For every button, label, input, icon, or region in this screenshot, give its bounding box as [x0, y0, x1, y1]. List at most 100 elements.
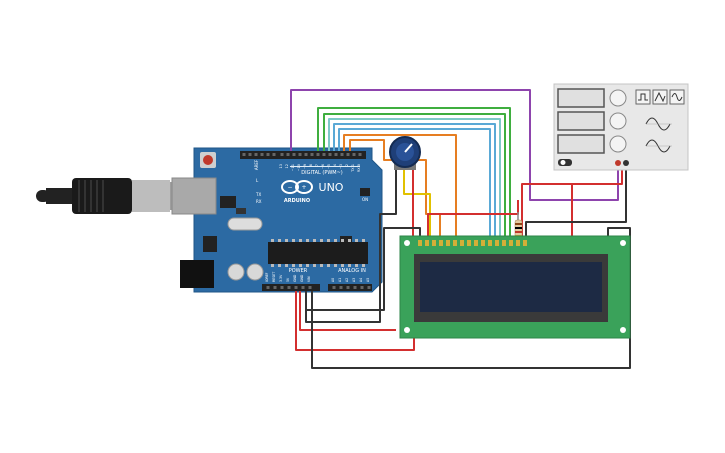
power-header[interactable] [262, 284, 320, 291]
digital-pin[interactable] [304, 153, 308, 156]
power-jack[interactable] [180, 260, 214, 288]
wire-yellow[interactable] [403, 170, 431, 242]
power-pin[interactable] [308, 286, 312, 289]
digital-header[interactable] [240, 151, 366, 159]
header-pin[interactable] [266, 153, 270, 156]
digital-pin[interactable] [346, 153, 350, 156]
wire-green[interactable] [323, 113, 506, 242]
digital-pin[interactable] [292, 153, 296, 156]
wire-orange[interactable] [343, 134, 457, 242]
lcd-pin[interactable] [516, 240, 520, 246]
digital-pin[interactable] [316, 153, 320, 156]
capacitor [246, 263, 264, 281]
digital-pin[interactable] [340, 153, 344, 156]
on-label: ON [362, 197, 368, 202]
wire-black[interactable] [525, 166, 627, 242]
triangle-wave-icon[interactable] [652, 89, 668, 105]
chip-pin [299, 264, 302, 267]
header-pin[interactable] [260, 153, 264, 156]
power-pin[interactable] [294, 286, 298, 289]
arduino-logo: − + [281, 180, 313, 194]
function-generator[interactable] [553, 83, 689, 171]
power-pin-label: VIN [307, 276, 311, 282]
power-pin[interactable] [273, 286, 277, 289]
wires[interactable] [290, 89, 631, 369]
lcd-pin[interactable] [502, 240, 506, 246]
header-pin[interactable] [272, 153, 276, 156]
power-pin[interactable] [280, 286, 284, 289]
digital-pin[interactable] [298, 153, 302, 156]
display-offset [557, 134, 605, 154]
digital-pin-label: 12 [285, 164, 289, 168]
chip-pin [271, 264, 274, 267]
lcd-pin[interactable] [481, 240, 485, 246]
header-pin[interactable] [254, 153, 258, 156]
knob-frequency[interactable] [609, 89, 627, 107]
header-pin[interactable] [248, 153, 252, 156]
wire-red[interactable] [299, 291, 396, 331]
analog-pin[interactable] [367, 286, 371, 289]
lcd-pin[interactable] [460, 240, 464, 246]
wire-blue[interactable] [338, 128, 491, 242]
digital-pin[interactable] [280, 153, 284, 156]
lcd-pin[interactable] [488, 240, 492, 246]
analog-pin-label: A2 [345, 278, 349, 282]
analog-header[interactable] [328, 284, 372, 291]
wire-green[interactable] [317, 107, 511, 242]
square-wave-icon[interactable] [635, 89, 651, 105]
digital-pin[interactable] [310, 153, 314, 156]
knob-amplitude[interactable] [609, 112, 627, 130]
lcd-pin[interactable] [474, 240, 478, 246]
chip-pin [313, 264, 316, 267]
wire-black[interactable] [306, 227, 421, 311]
knob-offset[interactable] [609, 135, 627, 153]
lcd-pin[interactable] [523, 240, 527, 246]
power-pin[interactable] [287, 286, 291, 289]
analog-pin[interactable] [332, 286, 336, 289]
brand-text: ARDUINO [284, 198, 310, 204]
wire-red[interactable] [295, 291, 415, 351]
wire-red[interactable] [572, 166, 623, 185]
display-amplitude [557, 111, 605, 131]
wire-red[interactable] [427, 200, 519, 242]
power-pin[interactable] [266, 286, 270, 289]
digital-pin[interactable] [328, 153, 332, 156]
header-pin[interactable] [242, 153, 246, 156]
wire-blue[interactable] [333, 123, 496, 242]
power-pin[interactable] [301, 286, 305, 289]
lcd-pin[interactable] [425, 240, 429, 246]
digital-pin[interactable] [334, 153, 338, 156]
lcd-pin[interactable] [446, 240, 450, 246]
analog-pin[interactable] [339, 286, 343, 289]
lcd-16x2[interactable] [399, 235, 631, 339]
wire-black[interactable] [305, 170, 397, 323]
lcd-pin[interactable] [418, 240, 422, 246]
lcd-pin[interactable] [509, 240, 513, 246]
power-pin-label: GND [300, 274, 304, 282]
lcd-pin[interactable] [432, 240, 436, 246]
digital-pin[interactable] [322, 153, 326, 156]
wire-purple[interactable] [290, 89, 619, 201]
lcd-pin[interactable] [439, 240, 443, 246]
potentiometer-icon[interactable] [389, 136, 421, 170]
capacitor [227, 263, 245, 281]
lcd-pin[interactable] [495, 240, 499, 246]
digital-pin[interactable] [352, 153, 356, 156]
analog-pin[interactable] [353, 286, 357, 289]
chip-pin [299, 239, 302, 242]
terminal-positive[interactable] [615, 160, 621, 166]
lcd-pin[interactable] [467, 240, 471, 246]
sine-wave-icon[interactable] [669, 89, 685, 105]
analog-pin[interactable] [360, 286, 364, 289]
lcd-pin[interactable] [453, 240, 457, 246]
terminal-negative[interactable] [623, 160, 629, 166]
digital-pin[interactable] [358, 153, 362, 156]
digital-pin[interactable] [286, 153, 290, 156]
analog-pin[interactable] [346, 286, 350, 289]
rx-label: RX [256, 199, 262, 204]
wire-teal[interactable] [328, 118, 501, 242]
digital-pin-label: ~11 [291, 164, 295, 171]
wire-red[interactable] [521, 183, 573, 242]
